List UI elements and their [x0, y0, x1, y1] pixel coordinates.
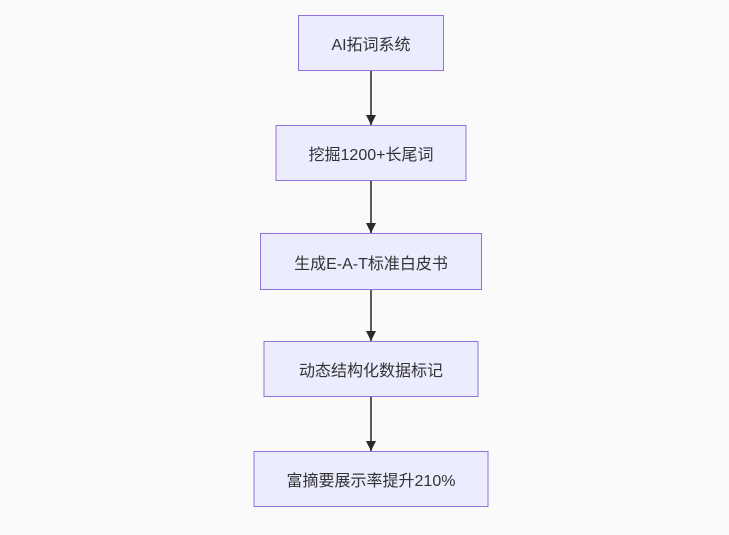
flow-node-longtail-keywords: 挖掘1200+长尾词	[275, 125, 467, 181]
node-label: AI拓词系统	[331, 37, 411, 54]
flow-arrow-down-4	[366, 397, 376, 451]
flow-arrow-down-2	[366, 181, 376, 233]
flow-arrow-down-1	[366, 71, 376, 125]
flow-node-ai-word-expansion-system: AI拓词系统	[298, 15, 444, 71]
flow-node-rich-snippet-rate: 富摘要展示率提升210%	[253, 451, 489, 507]
node-label: 动态结构化数据标记	[298, 363, 443, 380]
flow-node-structured-data-markup: 动态结构化数据标记	[263, 341, 479, 397]
flow-arrow-down-3	[366, 290, 376, 341]
node-label: 挖掘1200+长尾词	[308, 147, 434, 164]
flow-node-eat-whitepaper: 生成E-A-T标准白皮书	[260, 233, 482, 290]
node-label: 生成E-A-T标准白皮书	[294, 255, 448, 273]
node-label: 富摘要展示率提升210%	[286, 473, 456, 490]
